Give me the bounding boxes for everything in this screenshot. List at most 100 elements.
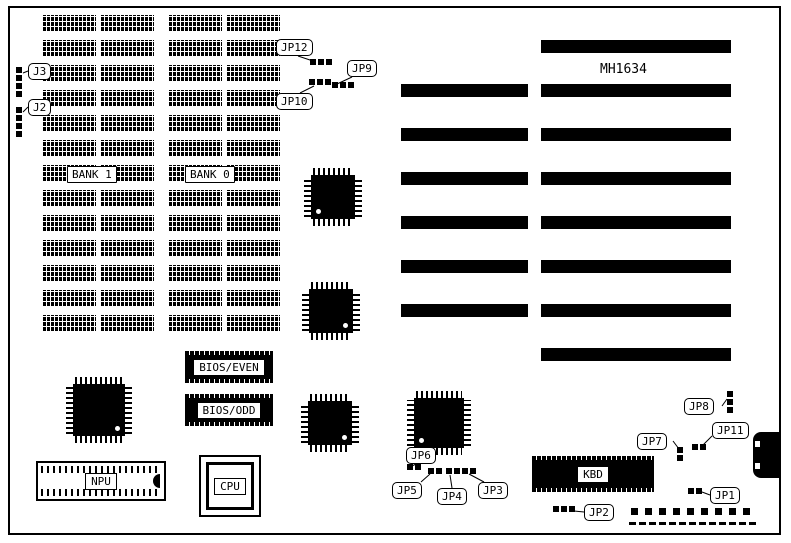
memory-chip bbox=[168, 140, 222, 157]
chip-pins bbox=[313, 219, 353, 226]
pga-chip bbox=[66, 377, 132, 443]
isa-slot-long bbox=[541, 128, 731, 141]
memory-chip bbox=[168, 65, 222, 82]
memory-chip bbox=[168, 190, 222, 207]
pin bbox=[436, 468, 442, 474]
board-model-text: MH1634 bbox=[600, 62, 647, 77]
pad-dash bbox=[739, 522, 746, 525]
memory-chip bbox=[168, 290, 222, 307]
pad-square bbox=[659, 508, 666, 515]
pad-square bbox=[715, 508, 722, 515]
memory-chip bbox=[226, 165, 280, 182]
memory-chip bbox=[42, 240, 96, 257]
bank1-label: BANK 1 bbox=[67, 166, 117, 183]
chip-pins bbox=[301, 403, 308, 443]
memory-chip bbox=[226, 290, 280, 307]
pin bbox=[309, 79, 315, 85]
pin bbox=[407, 464, 413, 470]
memory-chip bbox=[100, 140, 154, 157]
pad-square bbox=[701, 508, 708, 515]
jumper-jp6 bbox=[407, 464, 421, 470]
pin bbox=[727, 399, 733, 405]
pin bbox=[310, 59, 316, 65]
callout-jp10: JP10 bbox=[276, 93, 313, 110]
memory-chip bbox=[226, 15, 280, 32]
chip-pins bbox=[304, 177, 311, 217]
pad-dash bbox=[719, 522, 726, 525]
callout-jp4: JP4 bbox=[437, 488, 467, 505]
memory-chip bbox=[100, 240, 154, 257]
isa-slot-short bbox=[401, 172, 528, 185]
pad-square bbox=[743, 508, 750, 515]
pad-dash bbox=[749, 522, 756, 525]
chip-pins bbox=[302, 291, 309, 331]
isa-slot-long bbox=[541, 172, 731, 185]
chip-pins bbox=[311, 333, 351, 340]
pin bbox=[16, 115, 22, 121]
chip-pins bbox=[416, 448, 462, 455]
callout-jp5: JP5 bbox=[392, 482, 422, 499]
callout-jp1: JP1 bbox=[710, 487, 740, 504]
memory-chip bbox=[100, 265, 154, 282]
memory-chip bbox=[100, 290, 154, 307]
pad-dash bbox=[649, 522, 656, 525]
pin bbox=[16, 67, 22, 73]
pad-dash bbox=[699, 522, 706, 525]
memory-chip bbox=[168, 265, 222, 282]
memory-chip bbox=[100, 115, 154, 132]
pad-square bbox=[645, 508, 652, 515]
chip-pins bbox=[352, 403, 359, 443]
connector-j2-pins bbox=[16, 107, 22, 137]
memory-chip bbox=[42, 40, 96, 57]
pin1-dot bbox=[342, 435, 347, 440]
isa-slot-long bbox=[541, 84, 731, 97]
pad-row-bottom bbox=[629, 522, 756, 525]
pin bbox=[348, 82, 354, 88]
isa-slot-short bbox=[401, 304, 528, 317]
pin bbox=[16, 83, 22, 89]
pad-dash bbox=[679, 522, 686, 525]
memory-chip bbox=[100, 40, 154, 57]
pin bbox=[696, 488, 702, 494]
isa-slot-short bbox=[401, 260, 528, 273]
kbd-label: KBD bbox=[577, 465, 609, 483]
memory-chip bbox=[226, 40, 280, 57]
bios-even-label: BIOS/EVEN bbox=[193, 358, 265, 376]
isa-slot-short bbox=[401, 216, 528, 229]
memory-chip bbox=[168, 90, 222, 107]
npu-label: NPU bbox=[85, 472, 117, 490]
qfp-chip-4 bbox=[407, 391, 471, 455]
qfp-chip-1 bbox=[304, 168, 362, 226]
pin bbox=[16, 107, 22, 113]
pin bbox=[553, 506, 559, 512]
pin bbox=[688, 488, 694, 494]
isa-slot-long bbox=[541, 40, 731, 53]
memory-chip bbox=[42, 90, 96, 107]
memory-chip bbox=[226, 90, 280, 107]
chip-pins bbox=[311, 282, 351, 289]
pad-dash bbox=[709, 522, 716, 525]
pin bbox=[16, 123, 22, 129]
memory-chip bbox=[42, 115, 96, 132]
pin bbox=[318, 59, 324, 65]
isa-slot-long bbox=[541, 348, 731, 361]
chip-pins bbox=[353, 291, 360, 331]
pad-dash bbox=[729, 522, 736, 525]
memory-chip bbox=[168, 240, 222, 257]
bank0-label: BANK 0 bbox=[185, 166, 235, 183]
jumper-jp5 bbox=[428, 468, 442, 474]
pin bbox=[326, 59, 332, 65]
pin bbox=[561, 506, 567, 512]
pin bbox=[428, 468, 434, 474]
callout-jp6: JP6 bbox=[406, 447, 436, 464]
pin bbox=[569, 506, 575, 512]
chip-pins bbox=[464, 400, 471, 446]
chip-pins bbox=[313, 168, 353, 175]
qfp-chip-3 bbox=[301, 394, 359, 452]
memory-chip bbox=[226, 315, 280, 332]
isa-slot-long bbox=[541, 304, 731, 317]
bios-even-chip: BIOS/EVEN bbox=[185, 351, 273, 383]
jumper-jp4 bbox=[446, 468, 460, 474]
chip-pins bbox=[310, 394, 350, 401]
